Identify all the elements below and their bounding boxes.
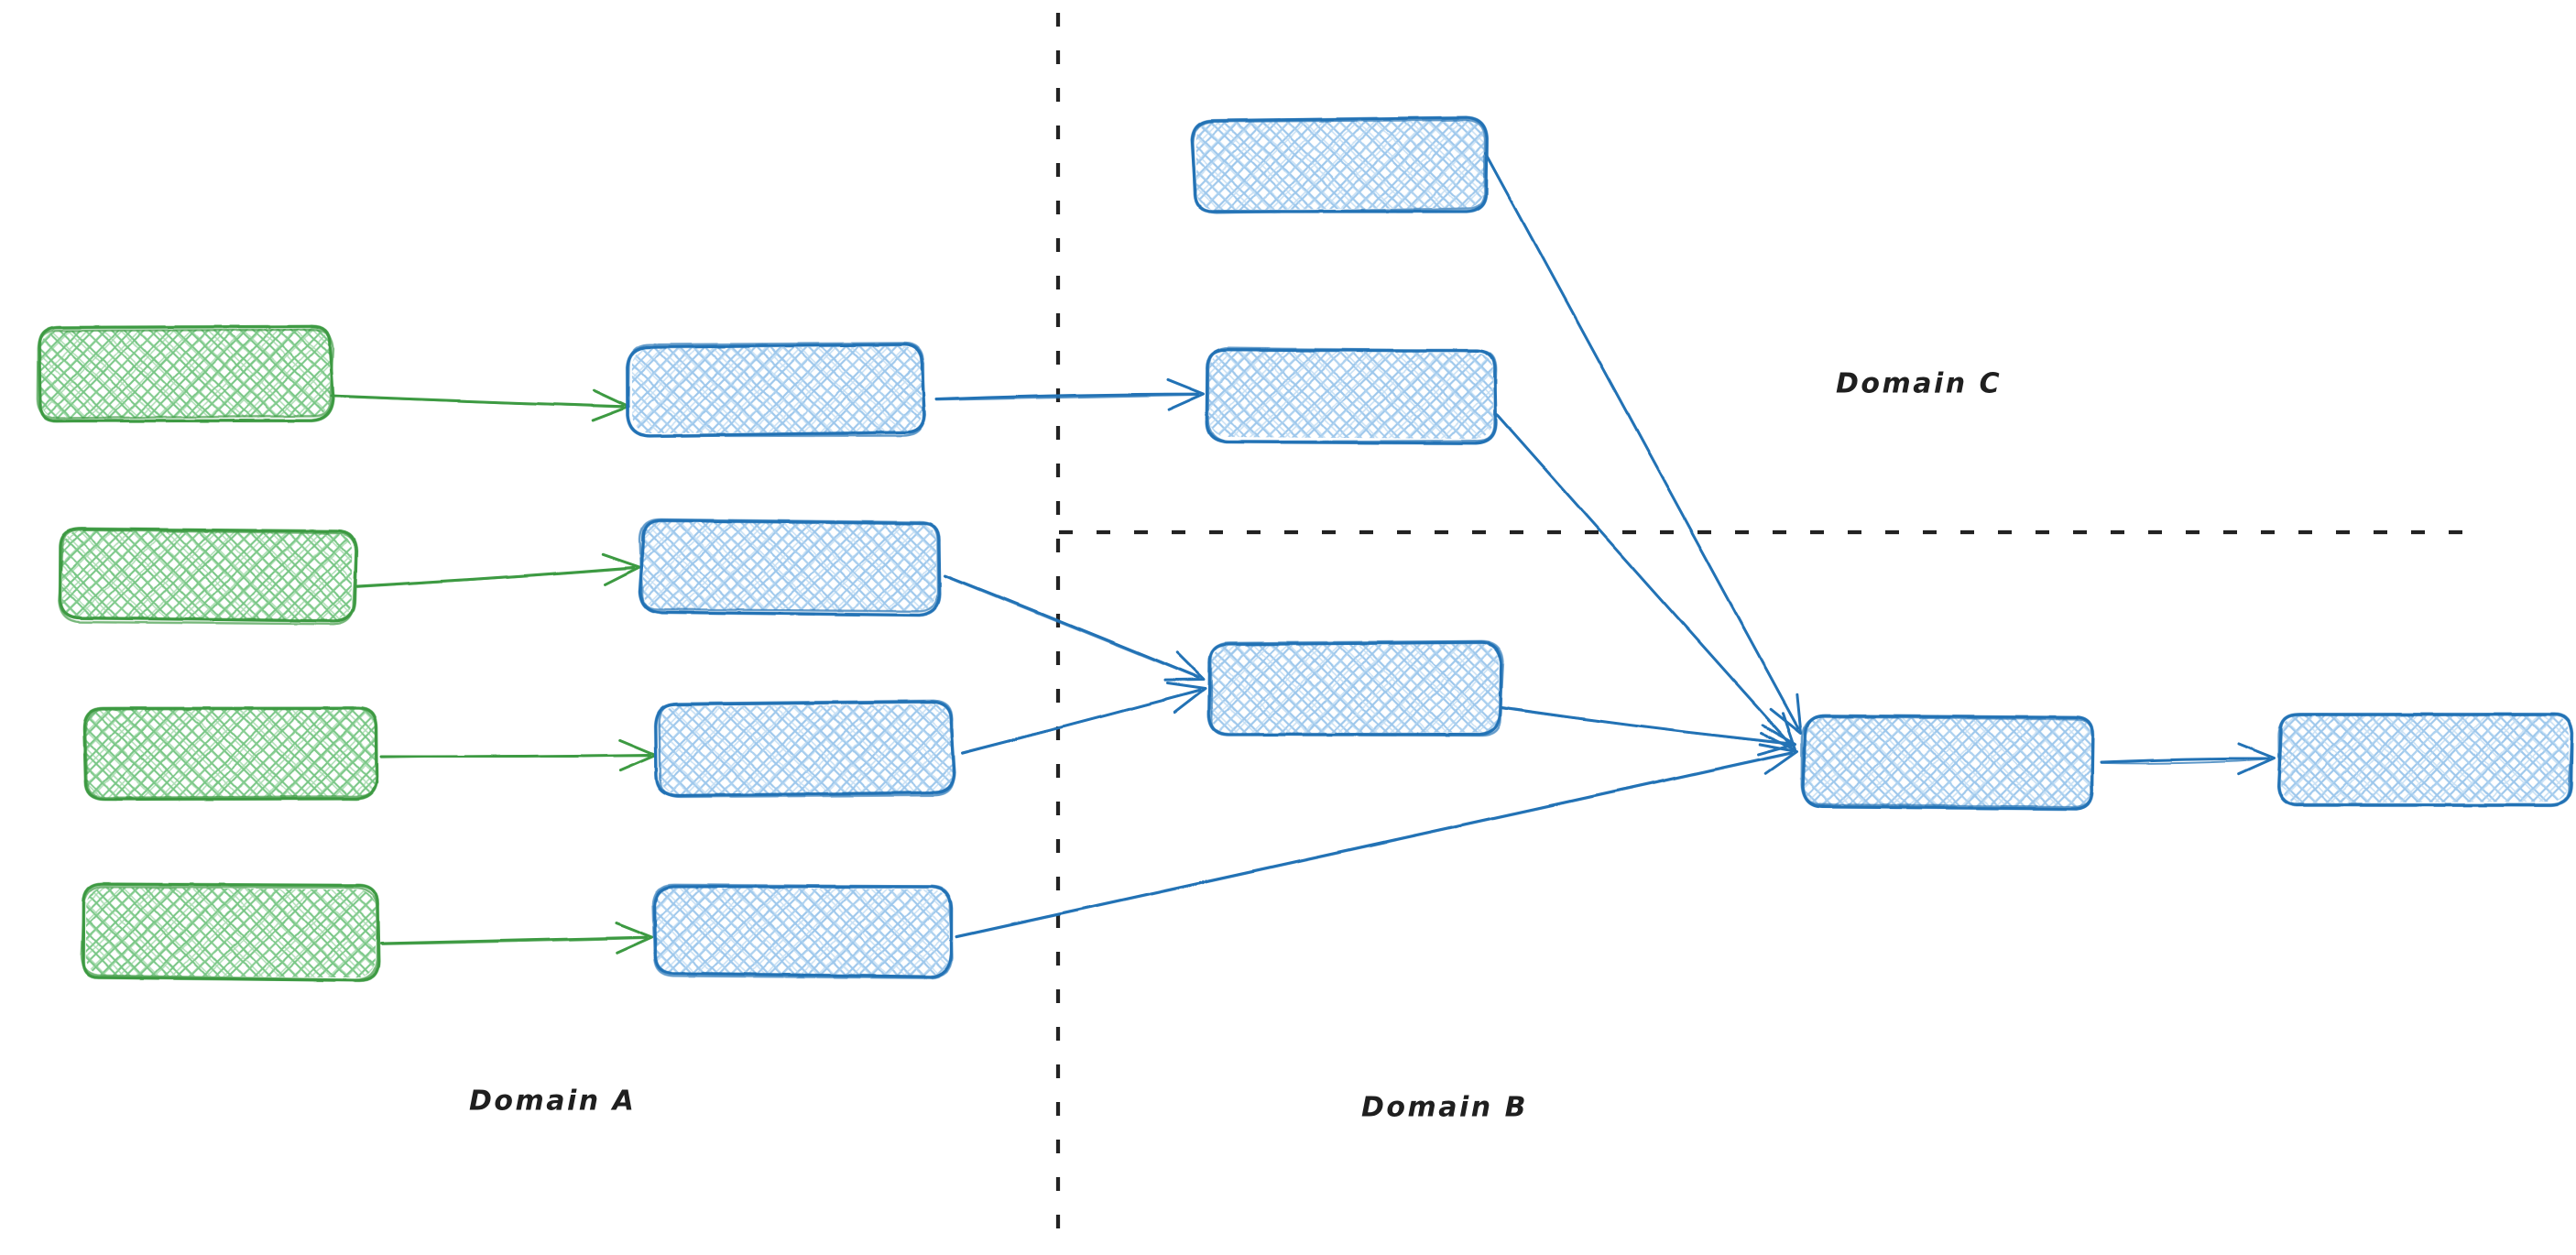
edge-shaft xyxy=(955,752,1794,938)
domain-labels-layer: Domain A Domain B Domain C xyxy=(469,368,2002,1124)
edge-arrowhead xyxy=(1769,693,1803,735)
edge-shaft xyxy=(355,565,636,588)
edge-shaft xyxy=(2101,758,2269,765)
edge-e-a1-b1 xyxy=(330,388,630,422)
edge-shaft xyxy=(1501,705,1792,745)
edge-e-b3-c3 xyxy=(960,682,1207,755)
edge-arrowhead xyxy=(1757,723,1797,756)
label-domain-b: Domain B xyxy=(1361,1092,1528,1124)
nodes-layer xyxy=(36,115,2574,982)
node-fill xyxy=(85,887,377,978)
edge-shaft xyxy=(955,750,1794,938)
edges-layer xyxy=(330,152,2276,955)
edge-e-c2-d1 xyxy=(1495,412,1797,751)
edge-shaft xyxy=(379,935,649,945)
edge-arrowhead xyxy=(1758,742,1799,775)
node-a4[interactable] xyxy=(80,882,380,982)
node-outline xyxy=(80,886,378,981)
edge-arrowhead xyxy=(2236,742,2276,776)
node-outline xyxy=(657,699,955,799)
node-fill xyxy=(642,521,937,611)
node-d1[interactable] xyxy=(1800,714,2095,811)
node-outline xyxy=(1209,639,1505,737)
node-outline xyxy=(639,518,940,613)
node-a2[interactable] xyxy=(58,527,358,626)
edge-shaft xyxy=(944,574,1200,680)
edge-shaft xyxy=(944,573,1200,680)
edge-e-a2-b2 xyxy=(355,552,641,588)
label-domain-a: Domain A xyxy=(469,1086,636,1118)
edge-arrowhead xyxy=(601,552,641,586)
edge-arrowhead xyxy=(1163,650,1206,682)
node-d2[interactable] xyxy=(2276,712,2574,807)
node-fill xyxy=(39,328,331,420)
node-outline xyxy=(638,518,942,617)
edge-e-c1-d1 xyxy=(1484,152,1803,735)
node-b1[interactable] xyxy=(626,342,926,438)
node-b4[interactable] xyxy=(651,883,954,979)
domain-dividers xyxy=(1055,13,2473,1242)
label-domain-c: Domain C xyxy=(1836,368,2002,400)
edge-arrowhead xyxy=(1759,711,1797,751)
node-a1[interactable] xyxy=(36,324,335,423)
edge-arrowhead xyxy=(615,922,654,955)
node-outline xyxy=(653,700,956,798)
node-outline xyxy=(1206,346,1498,443)
edge-arrowhead xyxy=(1165,682,1207,715)
node-fill xyxy=(631,345,922,434)
node-fill xyxy=(85,708,377,798)
node-outline xyxy=(84,707,378,799)
edge-e-c3-d1 xyxy=(1501,705,1797,756)
node-outline xyxy=(36,328,334,420)
edge-shaft xyxy=(934,392,1200,401)
edge-shaft xyxy=(1485,153,1800,730)
edge-shaft xyxy=(2100,757,2270,764)
edge-e-d1-d2 xyxy=(2100,742,2276,776)
edge-shaft xyxy=(380,754,651,758)
edge-e-b4-d1 xyxy=(955,742,1799,938)
node-fill xyxy=(1208,350,1494,440)
edge-shaft xyxy=(331,395,624,409)
node-outline xyxy=(1205,348,1498,445)
edge-e-a4-b4 xyxy=(379,922,654,955)
edge-arrowhead xyxy=(1166,377,1206,411)
node-fill xyxy=(1804,716,2093,808)
edge-e-b1-c2 xyxy=(934,377,1206,411)
node-fill xyxy=(2280,714,2570,803)
node-outline xyxy=(651,883,954,979)
node-c2[interactable] xyxy=(1205,346,1498,445)
node-outline xyxy=(627,342,925,438)
edge-shaft xyxy=(935,394,1199,401)
node-outline xyxy=(2277,714,2573,806)
edge-e-b2-c3 xyxy=(944,573,1206,682)
edge-shaft xyxy=(961,690,1202,755)
node-outline xyxy=(58,529,358,626)
node-fill xyxy=(1195,119,1485,211)
edge-shaft xyxy=(1501,706,1791,746)
node-c1[interactable] xyxy=(1190,115,1489,214)
node-fill xyxy=(655,888,950,976)
node-a3[interactable] xyxy=(82,706,379,802)
node-fill xyxy=(659,704,954,795)
node-outline xyxy=(1800,715,2094,808)
edge-shaft xyxy=(1496,413,1793,748)
edge-shaft xyxy=(380,937,648,945)
node-outline xyxy=(1190,115,1489,213)
node-outline xyxy=(1192,118,1487,214)
node-fill xyxy=(1210,644,1500,734)
edge-e-a3-b3 xyxy=(379,738,658,772)
node-fill xyxy=(61,529,353,621)
edge-shaft xyxy=(356,567,635,588)
node-c3[interactable] xyxy=(1207,639,1505,737)
node-b2[interactable] xyxy=(638,518,942,617)
node-b3[interactable] xyxy=(653,699,956,799)
